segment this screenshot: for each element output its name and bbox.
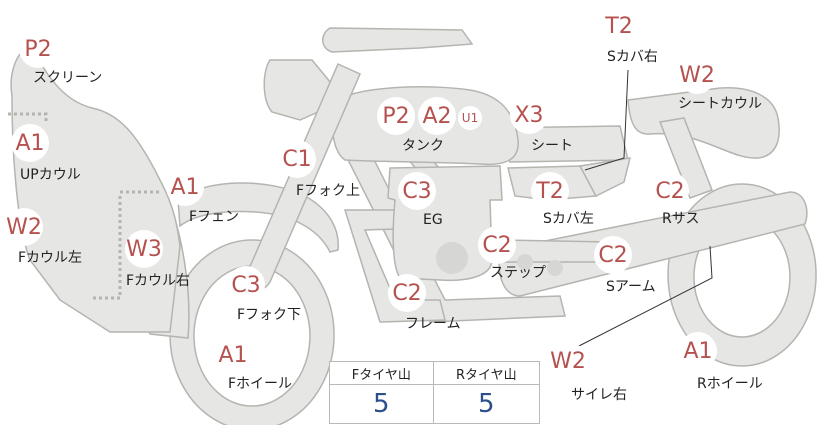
leader-line-right-cover [584, 69, 629, 171]
step-peg-shape [547, 260, 563, 276]
right-side-cover-label: Sカバ右 [607, 49, 658, 65]
screen-label: スクリーン [33, 70, 103, 86]
seat-cowl-shape [627, 87, 780, 159]
tank-label: タンク [402, 138, 444, 154]
rear-tire-value: 5 [432, 384, 541, 424]
engine-label: EG [423, 212, 443, 228]
front-wheel-code-badge: A1 [214, 336, 252, 374]
seat-cowl-code-badge: W2 [678, 56, 716, 94]
rear-suspension-label: Rサス [662, 211, 700, 227]
step-code-badge: C2 [478, 226, 516, 264]
left-cowl-label: Fカウル左 [18, 250, 83, 266]
right-side-cover-code-badge: T2 [600, 7, 638, 45]
swing-arm-code-badge: C2 [594, 236, 632, 274]
front-wheel-label: Fホイール [228, 376, 293, 392]
right-cowl-code-badge: W3 [125, 230, 163, 268]
rear-wheel-label: Rホイール [697, 376, 763, 392]
silencer-code-badge: W2 [549, 342, 587, 380]
swing-arm-shape [498, 191, 808, 297]
front-tire-header: Fタイヤ山 [329, 361, 434, 385]
engine-case-shape [436, 242, 468, 274]
front-fender-label: Fフェン [189, 209, 240, 225]
rear-tire-header: Rタイヤ山 [432, 361, 541, 385]
upper-cowl-code-badge: A1 [11, 124, 49, 162]
front-fender-code-badge: A1 [166, 168, 204, 206]
silencer-label: サイレ右 [571, 387, 627, 403]
front-tire-value: 5 [329, 384, 434, 424]
frame-code-badge: C2 [388, 274, 426, 312]
rear-suspension-code-badge: C2 [651, 172, 689, 210]
tank-code-badge: P2 [377, 97, 415, 135]
swing-arm-label: Sアーム [606, 279, 656, 295]
tank-code2-badge: A2 [418, 97, 456, 135]
seat-cowl-label: シートカウル [678, 96, 762, 112]
screen-code-badge: P2 [19, 30, 57, 68]
step-label: ステップ [490, 265, 546, 281]
seat-code-badge: X3 [510, 96, 548, 134]
rear-wheel-code-badge: A1 [679, 332, 717, 370]
left-cowl-code-badge: W2 [5, 208, 43, 246]
upper-cowl-label: UPカウル [20, 167, 81, 183]
frame-label: フレーム [405, 316, 461, 332]
left-side-cover-code-badge: T2 [531, 172, 569, 210]
right-cowl-label: Fカウル右 [126, 273, 191, 289]
upper-fork-code-badge: C1 [278, 140, 316, 178]
step-peg-shape [517, 254, 533, 270]
rear-suspension-shape [658, 117, 713, 199]
lower-fork-code-badge: C3 [227, 266, 265, 304]
handlebar-shape [322, 27, 474, 53]
leader-line-silencer [574, 245, 713, 349]
left-side-cover-label: Sカバ左 [543, 211, 594, 227]
lower-fork-label: Fフォク下 [237, 307, 302, 323]
upper-fork-label: Fフォク上 [296, 183, 361, 199]
seat-label: シート [531, 138, 573, 154]
tank-code3-badge: U1 [458, 106, 482, 130]
engine-code-badge: C3 [398, 172, 436, 210]
tire-tread-table: Fタイヤ山 Rタイヤ山 5 5 [329, 361, 541, 424]
